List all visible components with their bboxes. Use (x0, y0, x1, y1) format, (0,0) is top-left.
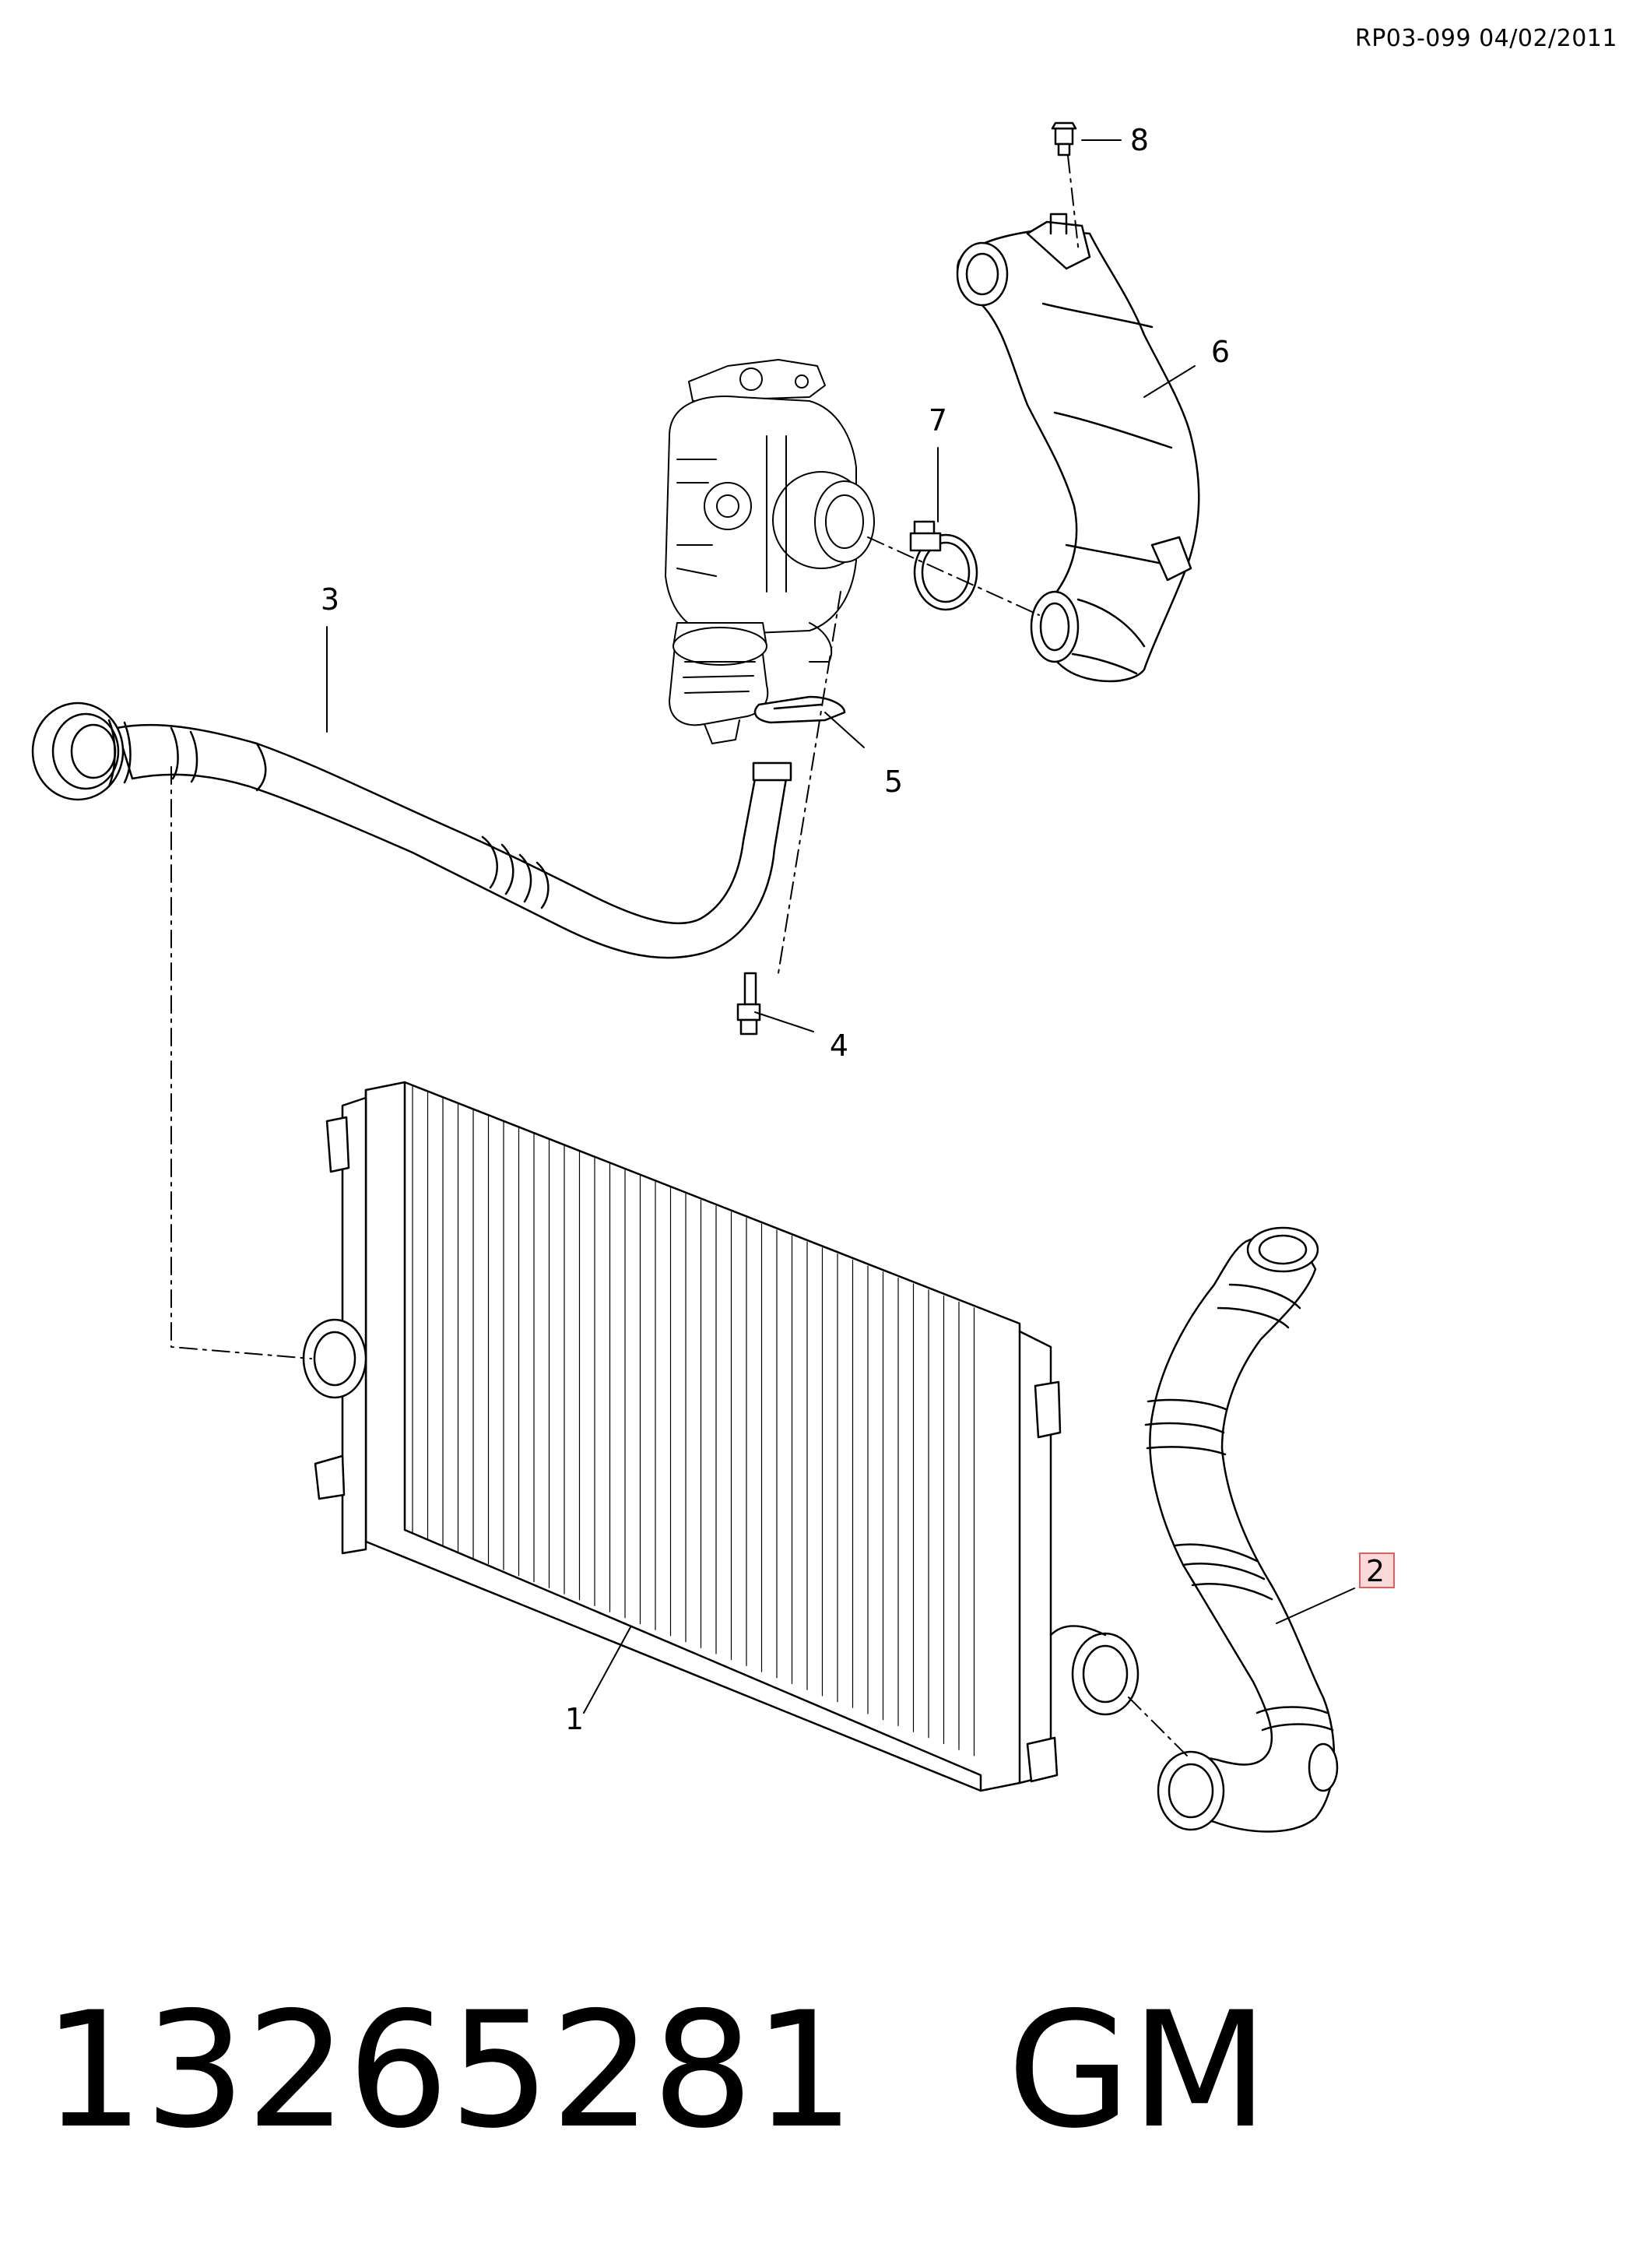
part-1-intercooler (302, 1081, 1140, 1792)
callout-1: 1 (564, 1702, 585, 1736)
callout-7: 7 (928, 403, 948, 438)
part-number-footer: 13265281 GM (43, 1992, 1269, 2151)
part-8-bolt (1051, 121, 1077, 156)
callout-leader-lines (326, 139, 1355, 1714)
part-7-clamp (909, 520, 978, 611)
callout-6: 6 (1210, 335, 1231, 369)
brand-name: GM (1006, 1978, 1269, 2164)
assembly-guide-lines (170, 155, 1192, 1760)
turbocharger (665, 359, 875, 744)
diagram-reference-code: RP03-099 04/02/2011 (1354, 25, 1617, 52)
part-2-lower-hose (1144, 1226, 1339, 1833)
highlighted-callout-box (1359, 1552, 1395, 1588)
part-6-upper-hose (956, 213, 1200, 683)
callout-4: 4 (829, 1029, 849, 1063)
callout-8: 8 (1129, 123, 1150, 157)
part-3-pipe (31, 701, 792, 959)
part-4-stud (736, 972, 761, 1036)
callout-5: 5 (883, 765, 904, 799)
callout-3: 3 (320, 582, 340, 617)
part-number: 13265281 (43, 1978, 855, 2164)
callout-2: 2 (1365, 1554, 1385, 1588)
